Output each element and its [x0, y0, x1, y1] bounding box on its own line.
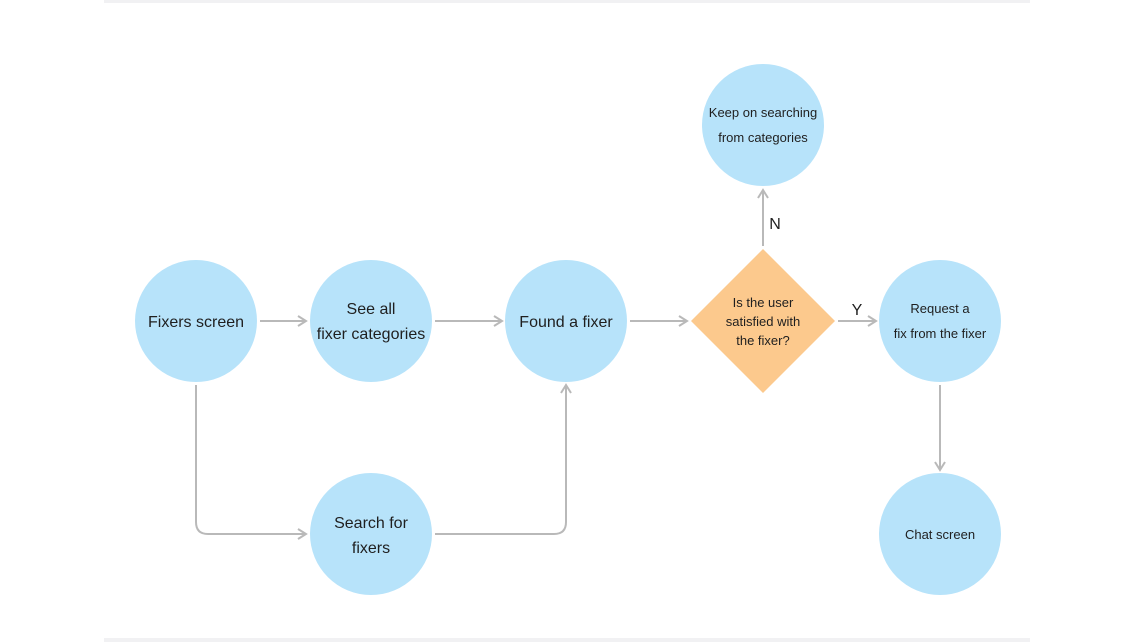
- edge-label-no: N: [769, 216, 781, 233]
- node-chat-screen: Chat screen: [879, 473, 1001, 595]
- node-found-fixer-shape: [505, 260, 627, 382]
- node-keep-searching: Keep on searching from categories: [702, 64, 824, 186]
- node-fixers-screen-shape: [135, 260, 257, 382]
- node-request-fix-shape: [879, 260, 1001, 382]
- node-search-fixers-label-line1: Search for: [334, 515, 408, 532]
- node-search-fixers: Search for fixers: [310, 473, 432, 595]
- node-fixer-categories: See all fixer categories: [310, 260, 432, 382]
- node-satisfied-decision-label-line1: Is the user: [733, 295, 794, 310]
- node-chat-screen-shape: [879, 473, 1001, 595]
- node-found-fixer: Found a fixer: [505, 260, 627, 382]
- node-request-fix-label-line2: fix from the fixer: [894, 326, 987, 341]
- node-keep-searching-label-line2: from categories: [718, 130, 808, 145]
- node-request-fix-label-line1: Request a: [910, 301, 970, 316]
- node-satisfied-decision-shape: [691, 249, 835, 393]
- node-search-fixers-label-line2: fixers: [352, 540, 390, 557]
- page-top-edge: [104, 0, 1030, 3]
- node-keep-searching-label-line1: Keep on searching: [709, 105, 817, 120]
- edge-label-yes: Y: [852, 302, 863, 319]
- page-bottom-edge: [104, 638, 1030, 642]
- node-found-fixer-label: Found a fixer: [519, 314, 613, 331]
- node-chat-screen-label: Chat screen: [905, 527, 975, 542]
- node-fixer-categories-label-line1: See all: [347, 301, 396, 318]
- node-satisfied-decision: Is the user satisfied with the fixer?: [691, 249, 835, 393]
- connectors: [195, 188, 946, 540]
- edge-search-to-found: [435, 383, 572, 535]
- node-satisfied-decision-label-line2: satisfied with: [726, 314, 800, 329]
- node-fixer-categories-label-line2: fixer categories: [317, 326, 426, 343]
- node-search-fixers-shape: [310, 473, 432, 595]
- node-fixer-categories-shape: [310, 260, 432, 382]
- node-satisfied-decision-label-line3: the fixer?: [736, 333, 789, 348]
- edge-fixers-to-search: [195, 385, 308, 540]
- node-fixers-screen: Fixers screen: [135, 260, 257, 382]
- node-keep-searching-shape: [702, 64, 824, 186]
- node-request-fix: Request a fix from the fixer: [879, 260, 1001, 382]
- node-fixers-screen-label: Fixers screen: [148, 314, 244, 331]
